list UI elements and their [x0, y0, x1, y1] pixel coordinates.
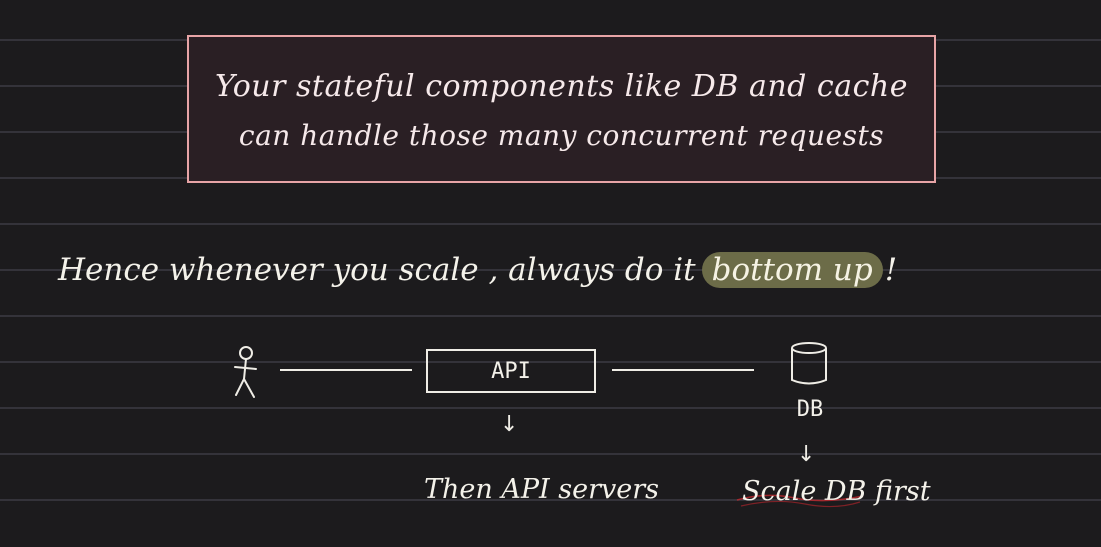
highlighted-note-box: Your stateful components like DB and cac… [187, 35, 936, 183]
note-line-2: can handle those many concurrent request… [238, 119, 885, 152]
red-scribble-annotation [736, 494, 864, 508]
db-label: DB [796, 397, 824, 422]
statement-text: Hence whenever you scale , always do it [58, 252, 696, 288]
down-arrow-icon: ↓ [500, 412, 519, 437]
bottom-up-highlight: bottom up [701, 252, 883, 288]
note-line-1: Your stateful components like DB and cac… [215, 69, 908, 104]
api-server-box: API [426, 349, 596, 393]
user-to-api-connector [280, 369, 412, 371]
api-label: API [491, 358, 531, 384]
stick-figure-icon [234, 346, 257, 398]
db-caption: Scale DB first [742, 476, 931, 507]
api-to-db-connector [612, 369, 754, 371]
scaling-statement: Hence whenever you scale , always do it … [58, 245, 897, 295]
down-arrow-icon: ↓ [797, 442, 816, 467]
api-caption: Then API servers [424, 474, 659, 505]
exclamation-mark: ! [884, 252, 898, 288]
database-cylinder-icon [791, 342, 827, 385]
